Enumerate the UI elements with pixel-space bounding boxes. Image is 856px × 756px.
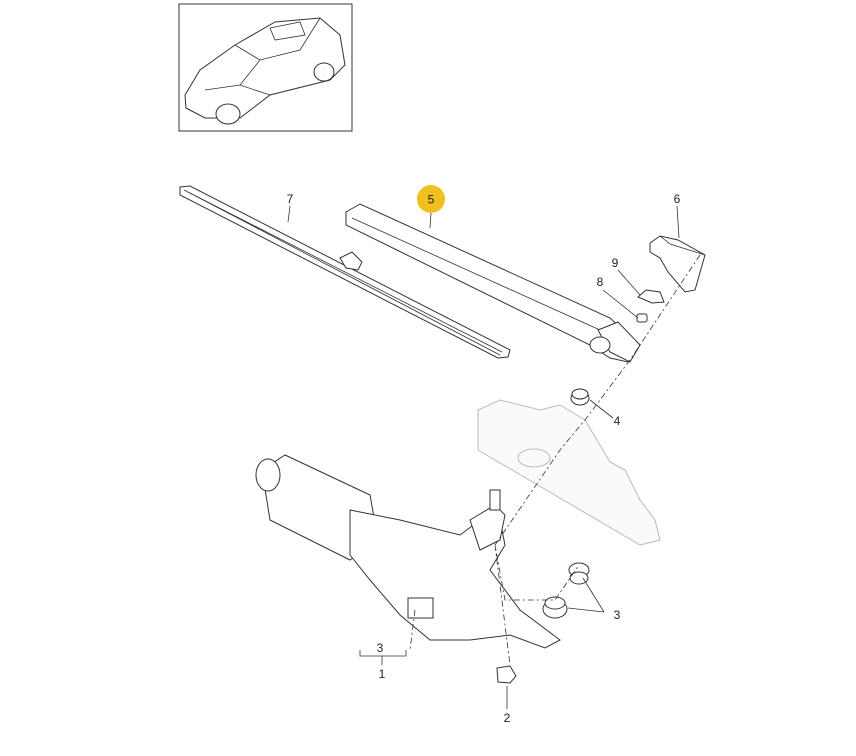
part-9-clip[interactable] [637, 289, 665, 304]
callout-8[interactable]: 8 [597, 275, 604, 289]
part-3-grommets[interactable] [542, 562, 590, 619]
body-panel-outline [477, 399, 661, 546]
callout-6[interactable]: 6 [674, 192, 681, 206]
callout-9[interactable]: 9 [612, 256, 619, 270]
part-4-grommet[interactable] [570, 388, 590, 406]
callout-2[interactable]: 2 [504, 711, 511, 725]
svg-text:5: 5 [428, 193, 435, 207]
callout-7[interactable]: 7 [287, 192, 294, 206]
part-1-wiper-motor[interactable] [255, 454, 561, 649]
callout-3-grommets[interactable]: 3 [614, 608, 621, 622]
callout-1[interactable]: 1 [379, 667, 386, 681]
callout-3-motor[interactable]: 3 [377, 641, 384, 655]
callout-4[interactable]: 4 [614, 414, 621, 428]
vehicle-thumbnail [178, 3, 353, 132]
part-5-wiper-arm[interactable] [345, 203, 641, 363]
callout-5[interactable]: 5 [417, 185, 445, 213]
part-8-nut[interactable] [636, 313, 648, 323]
part-7-wiper-blade[interactable] [179, 185, 511, 359]
part-6-cover-cap[interactable] [649, 235, 706, 293]
part-2-nut[interactable] [496, 665, 517, 684]
